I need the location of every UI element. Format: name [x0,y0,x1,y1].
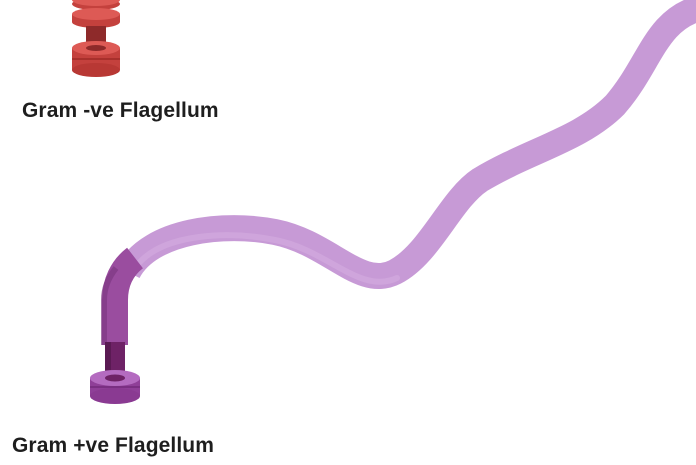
flagellum-hook [115,258,135,345]
gram-negative-label: Gram -ve Flagellum [22,99,219,123]
gram-positive-ring-bottom [90,388,140,404]
gram-positive-basal-body-icon [90,370,140,404]
gram-negative-ring-3-bottom [72,63,120,77]
gram-negative-ring-3-hole [86,45,106,51]
gram-positive-ring-hole [105,375,125,382]
gram-positive-flagellum [90,8,696,404]
gram-positive-label: Gram +ve Flagellum [12,434,214,458]
gram-negative-ring-2-top [72,8,120,20]
gram-negative-basal-body-icon [72,0,120,77]
